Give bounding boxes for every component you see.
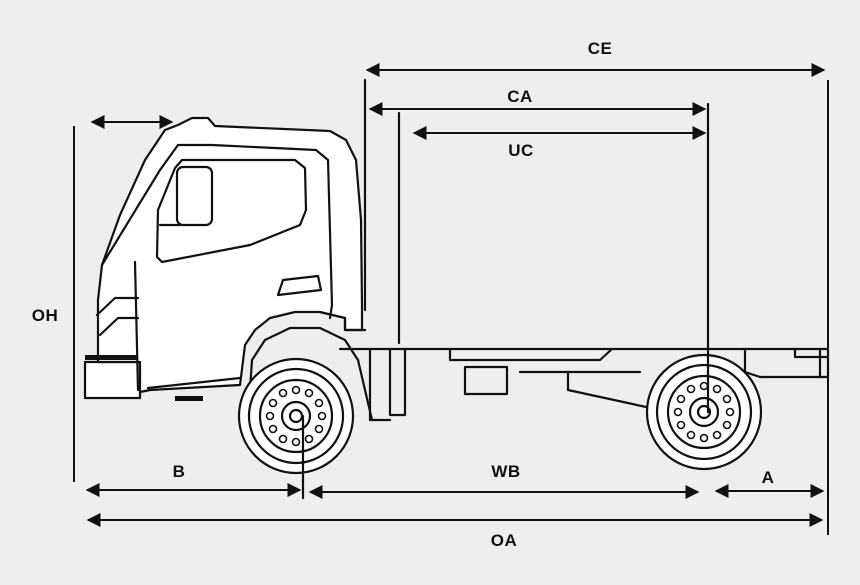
label-b: B	[173, 462, 186, 481]
label-oh: OH	[32, 306, 59, 325]
truck-cab	[83, 116, 374, 422]
label-uc: UC	[508, 141, 534, 160]
truck-drawing	[83, 78, 830, 500]
label-wb: WB	[491, 462, 520, 481]
label-a: A	[762, 468, 775, 487]
label-ce: CE	[588, 39, 613, 58]
dimension-labels: CE CA UC OH B WB A OA	[32, 39, 775, 550]
label-ca: CA	[507, 87, 533, 106]
label-oa: OA	[491, 531, 518, 550]
dimension-lines	[73, 63, 829, 535]
front-wheel	[237, 357, 355, 475]
rear-wheel	[645, 353, 763, 471]
